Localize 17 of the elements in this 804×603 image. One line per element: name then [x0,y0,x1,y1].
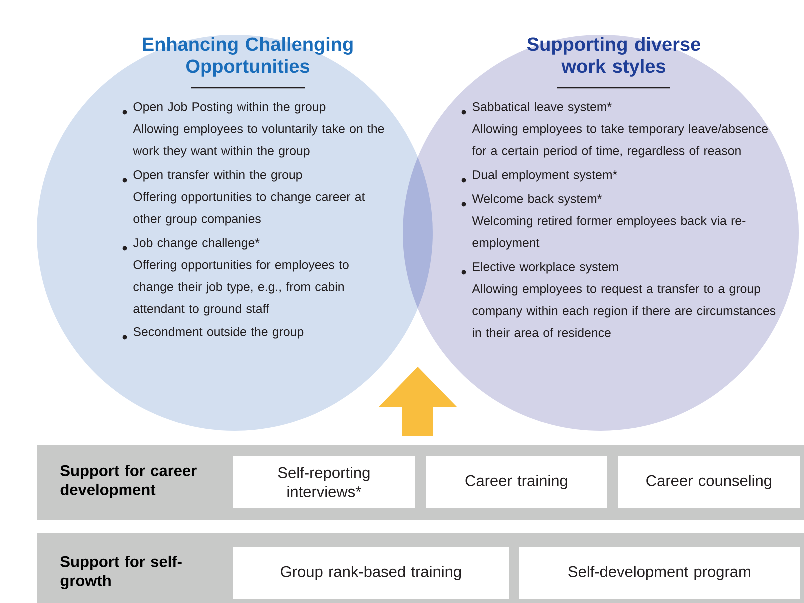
item-box: Career training [426,456,608,508]
circle-title: Enhancing Challenging Opportunities [143,37,353,77]
circle-overlap [403,157,433,309]
list-item: Welcome back system* Welcoming retired former employees back via re-employment [462,194,746,250]
list-item: Open Job Posting within the group Allowing employees to voluntarily take on the work they want within the group [122,102,384,158]
list-item: Dual employment system* [462,170,618,183]
item-box: Career counseling [618,456,800,508]
item-box: Self-reporting interviews* [233,456,416,508]
list-item: Job change challenge* Offering opportunities for employees to change their job type, e.g., from cabin attendant to ground staff [122,238,349,316]
list-item: Open transfer within the group Offering opportunities to change career at other group companies [122,170,366,226]
item-box: Group rank-based training [233,547,510,600]
item-box: Self-development program [519,547,800,600]
list-item: Elective workplace system Allowing employees to request a transfer to a group company within each region if there are circumstances in their area of residence [462,262,776,338]
block-arrow [379,367,457,436]
list-item: Sabbatical leave system* Allowing employees to take temporary leave/absence for a certain period of time, regardless of reason [462,102,768,158]
circle-title: Supporting diverse work styles [527,37,700,77]
list-item: Secondment outside the group [122,327,304,340]
